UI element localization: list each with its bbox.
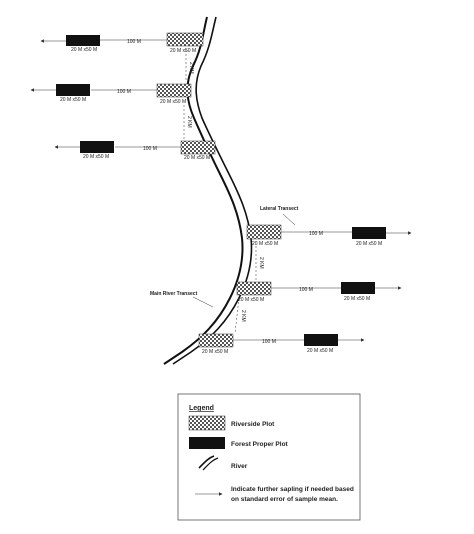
distance-label: 100 M: [309, 231, 323, 237]
legend-box: [177, 393, 361, 521]
legend-forest-swatch: [189, 437, 225, 449]
forest-plot: [352, 227, 386, 239]
legend-river-swatch-bank: [202, 457, 219, 471]
forest-plot-label: 20 M x50 M: [60, 97, 86, 103]
main-river-transect-label: Main River Transect: [150, 291, 198, 297]
forest-plot-label: 20 M x50 M: [71, 47, 97, 53]
riverside-plot-label: 20 M x50 M: [184, 155, 210, 161]
transect-row-2: 20 M x50 M 100 M 20 M x50 M: [30, 83, 192, 105]
legend-arrow-label-line2: on standard error of sample mean.: [231, 496, 338, 503]
forest-plot-label: 20 M x50 M: [83, 154, 109, 160]
distance-label: 100 M: [262, 339, 276, 345]
forest-plot: [80, 141, 114, 153]
legend: Legend Riverside Plot Forest Proper Plot…: [177, 393, 361, 521]
river-spacing-2: 2 KM: [183, 105, 192, 140]
legend-riverside-label: Riverside Plot: [231, 421, 275, 428]
forest-plot: [341, 282, 375, 294]
river-spacing-3: 2 KM: [255, 246, 264, 281]
legend-river-swatch: [198, 455, 215, 469]
forest-plot-label: 20 M x50 M: [344, 296, 370, 302]
forest-plot-label: 20 M x50 M: [356, 241, 382, 247]
riverside-plot-label: 20 M x50 M: [160, 99, 186, 105]
riverside-plot-label: 20 M x50 M: [170, 48, 196, 54]
lateral-transect-pointer: [282, 213, 296, 226]
river-distance-label: 2 KM: [240, 310, 246, 322]
distance-label: 100 M: [127, 39, 141, 45]
lateral-transect-label: Lateral Transect: [260, 206, 299, 212]
distance-label: 100 M: [299, 287, 313, 293]
riverside-plot-label: 20 M x50 M: [202, 349, 228, 355]
distance-label: 100 M: [143, 146, 157, 152]
legend-riverside-swatch: [188, 415, 226, 431]
distance-label: 100 M: [117, 89, 131, 95]
legend-forest-label: Forest Proper Plot: [231, 441, 289, 448]
river-distance-label: 2 KM: [258, 257, 264, 269]
riverside-plot: [236, 281, 272, 296]
forest-plot: [56, 84, 90, 96]
river-bank-right: [172, 16, 253, 365]
riverside-plot: [246, 224, 282, 240]
riverside-plot-label: 20 M x50 M: [238, 297, 264, 303]
river-spacing-4: 2 KM: [234, 297, 246, 334]
river-distance-label: 2 KM: [186, 116, 192, 128]
riverside-plot-label: 20 M x50 M: [252, 241, 278, 247]
legend-river-label: River: [231, 463, 248, 470]
transect-row-6: 20 M x50 M 100 M 20 M x50 M: [198, 333, 365, 355]
transect-row-4: 20 M x50 M 100 M 20 M x50 M Lateral Tran…: [246, 206, 412, 247]
main-river-transect-pointer: [192, 296, 214, 308]
legend-arrow-label-line1: Indicate further sapling if needed based: [231, 486, 354, 493]
river-spacing-1: 2 KM: [185, 50, 194, 82]
transect-row-3: 20 M x50 M 100 M 20 M x50 M: [54, 140, 216, 161]
river-distance-label: 2 KM: [188, 62, 194, 74]
riverside-plot: [166, 32, 204, 47]
transect-row-5: 20 M x50 M 100 M 20 M x50 M Main River T…: [150, 281, 402, 308]
forest-plot-label: 20 M x50 M: [307, 348, 333, 354]
transect-row-1: 20 M x50 M 100 M 20 M x50 M: [40, 32, 204, 54]
forest-plot: [66, 35, 100, 46]
riverside-plot: [156, 83, 192, 98]
forest-plot: [304, 334, 338, 346]
legend-title: Legend: [189, 405, 214, 412]
riverside-plot: [180, 140, 216, 155]
riverside-plot: [198, 333, 234, 348]
river-bank-left: [163, 16, 244, 365]
